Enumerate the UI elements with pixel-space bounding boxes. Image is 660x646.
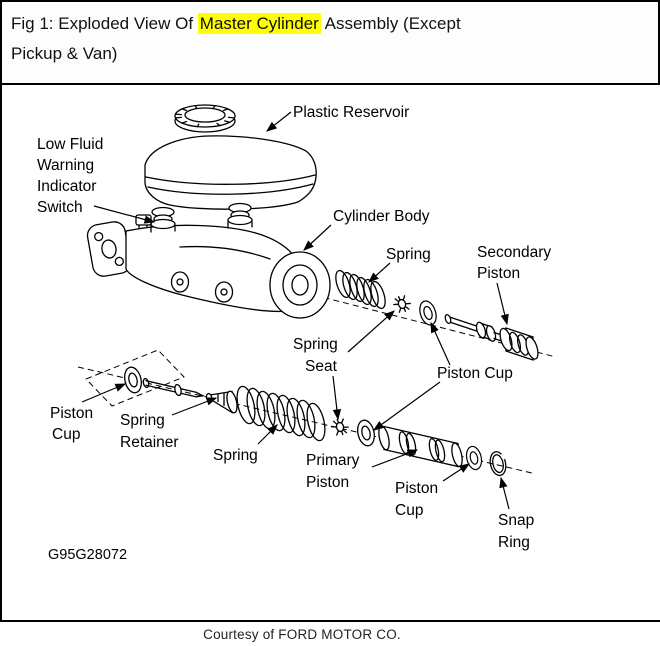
leader-spring-lower [257,424,278,445]
reservoir-cap-part [174,104,236,133]
piston-cup-upper-part [416,298,440,328]
caption-suffix: Assembly (Except [320,14,461,33]
spring-seat-upper-part [391,293,413,315]
label-spring-lower: Spring [213,447,258,464]
leader-spring-upper [368,262,391,283]
leader-piston-cup-lower [442,463,471,482]
label-low-fluid-3: Indicator [37,178,96,195]
label-secondary-piston-1: Secondary [477,244,551,261]
figure-id: G95G28072 [48,547,127,563]
primary-piston-part [378,425,463,468]
label-spring-retainer-2: Retainer [120,434,179,451]
secondary-piston-part [444,314,539,361]
figure-image-area: Plastic Reservoir Low Fluid Warning Indi… [30,85,660,620]
label-low-fluid-2: Warning [37,157,94,174]
leader-spring-seat-a [347,310,395,353]
label-plastic-reservoir: Plastic Reservoir [293,104,409,121]
leader-cylinder-body [303,224,332,251]
exploded-diagram: Plastic Reservoir Low Fluid Warning Indi… [37,104,557,563]
leader-piston-cup-upper-a [430,321,451,366]
label-secondary-piston-2: Piston [477,265,520,282]
leader-lines [81,111,510,510]
label-spring-upper: Spring [386,246,431,263]
label-low-fluid-1: Low Fluid [37,136,103,153]
leader-snap-ring [499,476,510,510]
label-primary-piston-1: Primary [306,452,360,469]
label-snap-ring-1: Snap [498,512,534,529]
leader-secondary-piston [496,282,509,326]
caption-prefix: Fig 1: Exploded View Of [11,14,198,33]
secondary-spring-part [335,269,386,310]
figure-caption-text: Fig 1: Exploded View Of Master Cylinder … [2,2,658,69]
courtesy-credit: Courtesy of FORD MOTOR CO. [203,626,401,642]
figure-bottom-border [0,620,660,622]
footer: Courtesy of FORD MOTOR CO. [0,622,660,646]
snap-ring-part [489,451,508,477]
label-piston-cup-lower-1: Piston [395,480,438,497]
leader-plastic-reservoir [266,111,292,132]
caption-highlighted-term: Master Cylinder [197,13,321,34]
label-primary-piston-2: Piston [306,474,349,491]
leader-piston-cup-left [81,383,127,403]
label-piston-cup-upper: Piston Cup [437,365,513,382]
caption-line-2: Pickup & Van) [11,44,118,63]
label-cylinder-body: Cylinder Body [333,208,430,225]
leader-spring-retainer [171,397,218,416]
page-left-border [0,85,2,621]
leader-spring-seat-b [332,375,342,421]
leader-primary-piston [371,449,419,468]
primary-spring-part [236,385,326,442]
plastic-reservoir-part [144,135,317,210]
label-snap-ring-2: Ring [498,534,530,551]
label-spring-seat-1: Spring [293,336,338,353]
caption-line-1: Fig 1: Exploded View Of Master Cylinder … [11,9,648,39]
label-piston-cup-lower-2: Cup [395,502,423,519]
pushrod-pin-part [142,377,206,398]
figure-caption-bar: Fig 1: Exploded View Of Master Cylinder … [0,0,660,85]
piston-cup-left-part [121,364,145,396]
spring-seat-lower-part [329,416,351,438]
cylinder-body-part [86,214,331,319]
label-piston-cup-left-2: Cup [52,426,80,443]
leader-low-fluid-switch [93,205,156,224]
piston-cup-mid-part [354,417,378,449]
leader-piston-cup-upper-b [373,381,441,431]
spring-retainer-part [205,390,238,414]
label-spring-retainer-1: Spring [120,412,165,429]
part-labels: Plastic Reservoir Low Fluid Warning Indi… [37,104,551,563]
label-spring-seat-2: Seat [305,358,338,375]
label-piston-cup-left-1: Piston [50,405,93,422]
piston-cup-right-part [463,444,485,472]
label-low-fluid-4: Switch [37,199,83,216]
